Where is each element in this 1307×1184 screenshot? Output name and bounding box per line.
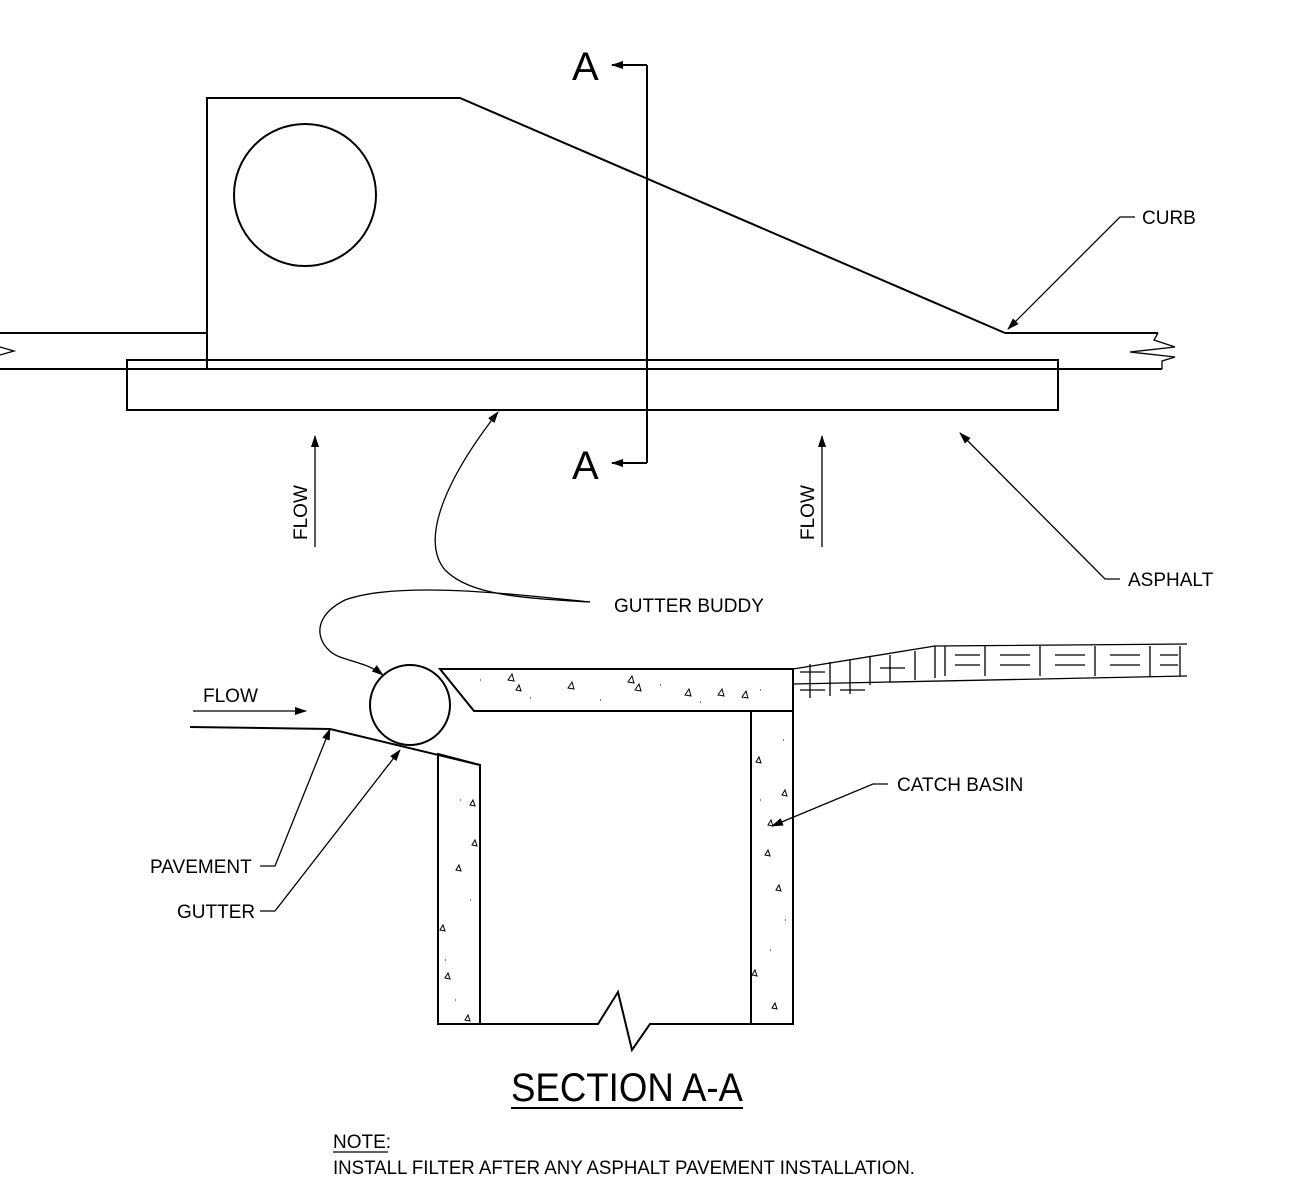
gutter-buddy-leader-bottom — [319, 589, 591, 676]
pavement-label: PAVEMENT — [150, 857, 252, 878]
plan-view: A A CURB ASPHALT FLOW FLOW — [0, 45, 1214, 591]
pavement-surface — [189, 726, 331, 730]
gutter-leader — [260, 749, 401, 912]
flow-label-plan-left: FLOW — [291, 485, 312, 540]
section-mark-top: A — [572, 45, 599, 89]
curb-inlet-outline — [206, 97, 1006, 368]
catch-basin-bottom-break — [480, 989, 751, 1053]
inlet-grate-circle — [233, 123, 377, 267]
catch-basin-label: CATCH BASIN — [897, 775, 1023, 796]
note-text: INSTALL FILTER AFTER ANY ASPHALT PAVEMEN… — [333, 1158, 915, 1179]
concrete-stipple — [439, 672, 788, 1022]
break-symbol-left — [0, 346, 17, 356]
gutter-buddy-section — [369, 664, 451, 746]
section-view: FLOW CATCH BASIN PAVEMENT GUTTER — [150, 643, 1188, 1053]
gutter-label: GUTTER — [177, 902, 255, 923]
flow-label-section: FLOW — [203, 686, 258, 707]
asphalt-label: ASPHALT — [1128, 570, 1214, 591]
curb-label: CURB — [1142, 208, 1196, 229]
break-symbol-right — [1129, 332, 1176, 369]
catch-basin-right-wall — [750, 710, 794, 1025]
gutter-buddy-label: GUTTER BUDDY — [614, 596, 764, 617]
catch-basin-left-wall — [437, 752, 481, 1025]
pavement-leader — [260, 728, 331, 867]
gutter-buddy-leader-top — [434, 411, 591, 603]
section-cut-line: A A — [572, 45, 648, 488]
section-mark-bottom: A — [572, 444, 599, 488]
asphalt-hatch — [792, 643, 1188, 698]
section-title: SECTION A-A — [511, 1066, 743, 1110]
gutter-buddy-plan — [126, 359, 1059, 411]
curb-leader — [1007, 216, 1135, 330]
flow-arrow-left: FLOW — [291, 435, 319, 547]
note-heading: NOTE: — [333, 1132, 391, 1153]
asphalt-leader — [959, 432, 1120, 580]
flow-arrow-right: FLOW — [798, 435, 826, 547]
flow-label-plan-right: FLOW — [798, 485, 819, 540]
catch-basin-leader — [771, 783, 888, 827]
catch-basin-top-slab — [437, 668, 794, 712]
